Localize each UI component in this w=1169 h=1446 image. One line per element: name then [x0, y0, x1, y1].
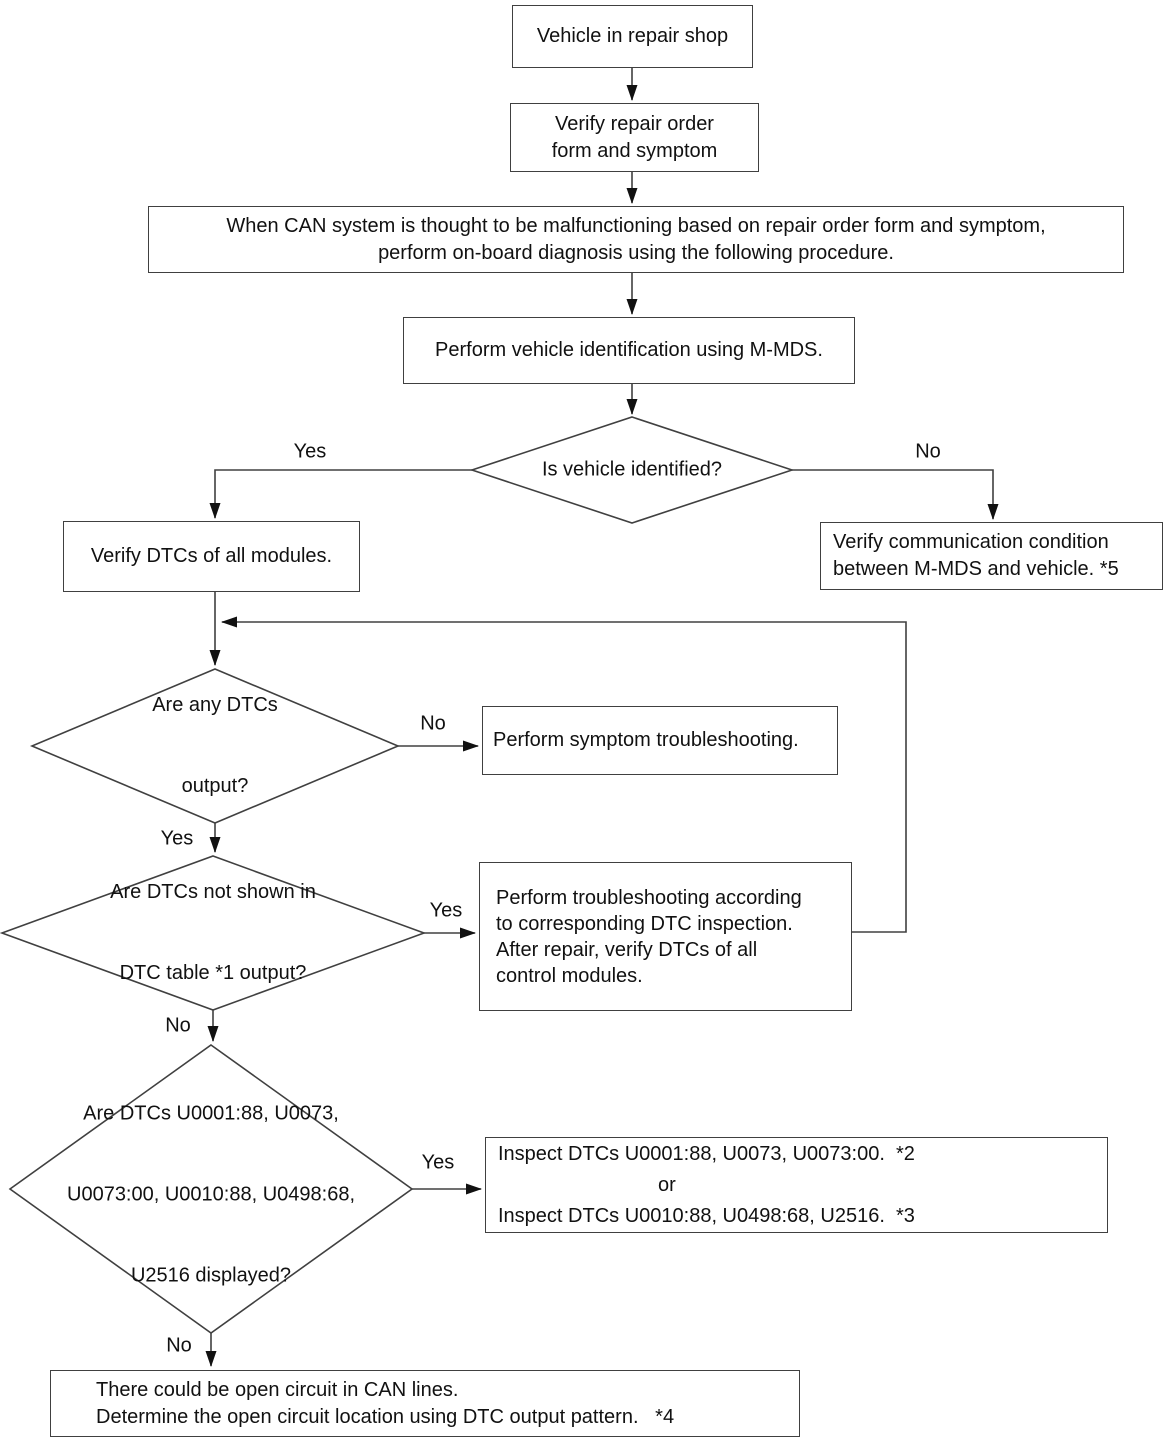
box-text: Verify DTCs of all modules. — [90, 545, 333, 567]
box-vehicle-identification: Perform vehicle identification using M-M… — [403, 317, 855, 384]
branch-label-displayed-no: No — [166, 1334, 192, 1357]
box-text: Perform troubleshooting according — [496, 886, 802, 909]
box-text: There could be open circuit in CAN lines… — [96, 1378, 459, 1401]
box-text: Inspect DTCs U0010:88, U0498:68, U2516. … — [498, 1204, 915, 1227]
branch-label-displayed-yes: Yes — [421, 1151, 455, 1174]
box-text: Perform vehicle identification using M-M… — [435, 339, 823, 361]
edge-identified-no — [792, 469, 999, 520]
box-text: form and symptom — [551, 139, 718, 162]
box-text: Perform symptom troubleshooting. — [493, 729, 799, 751]
decision-are-dtcs-output — [29, 668, 401, 824]
box-text: between M-MDS and vehicle. *5 — [833, 558, 1119, 580]
box-open-circuit: There could be open circuit in CAN lines… — [50, 1370, 800, 1437]
box-text: After repair, verify DTCs of all — [496, 938, 758, 961]
box-verify-repair-order: Verify repair order form and symptom — [510, 103, 759, 172]
decision-is-vehicle-identified — [469, 416, 795, 524]
box-symptom-troubleshooting: Perform symptom troubleshooting. — [482, 706, 838, 775]
decision-text: Is vehicle identified? — [541, 458, 723, 481]
branch-label-anydtcs-no: No — [420, 712, 446, 735]
box-can-malfunction-note: When CAN system is thought to be malfunc… — [148, 206, 1124, 273]
edge-feedback-loop — [221, 616, 907, 933]
branch-label-nottable-yes: Yes — [429, 899, 463, 922]
box-text: Verify repair order — [555, 112, 714, 135]
decision-text: Are DTCs U0001:88, U0073, — [83, 1102, 339, 1125]
box-text: to corresponding DTC inspection. — [496, 912, 793, 935]
decision-text-dtcs-not-in-table: Are DTCs not shown in DTC table *1 outpu… — [110, 825, 316, 1041]
decision-text: DTC table *1 output? — [119, 962, 307, 984]
decision-text: U2516 displayed? — [130, 1264, 292, 1287]
branch-label-identified-yes: Yes — [293, 440, 327, 463]
decision-specific-dtcs-displayed — [8, 1044, 414, 1334]
box-vehicle-in-repair-shop: Vehicle in repair shop — [512, 5, 753, 68]
decision-text: output? — [181, 775, 249, 797]
branch-label-identified-no: No — [915, 440, 941, 463]
box-text: Vehicle in repair shop — [536, 25, 729, 47]
branch-label-nottable-no: No — [165, 1014, 191, 1037]
box-text: perform on-board diagnosis using the fol… — [378, 241, 894, 264]
box-text: When CAN system is thought to be malfunc… — [226, 214, 1046, 237]
box-text: Verify communication condition — [833, 531, 1109, 553]
decision-dtcs-not-in-table — [0, 855, 427, 1011]
decision-text-are-dtcs-output: Are any DTCs output? — [152, 638, 278, 854]
decision-text-specific-dtcs-displayed: Are DTCs U0001:88, U0073, U0073:00, U001… — [67, 1047, 355, 1344]
box-text-or: or — [658, 1173, 676, 1196]
decision-text: U0073:00, U0010:88, U0498:68, — [67, 1183, 355, 1206]
branch-label-anydtcs-yes: Yes — [160, 827, 194, 850]
decision-text: Are any DTCs — [152, 694, 278, 716]
box-text: Inspect DTCs U0001:88, U0073, U0073:00. … — [498, 1142, 915, 1165]
edge-identified-yes — [209, 469, 472, 519]
box-text: Determine the open circuit location usin… — [96, 1405, 675, 1428]
box-inspect-dtcs: Inspect DTCs U0001:88, U0073, U0073:00. … — [485, 1137, 1108, 1233]
box-verify-dtcs-all-modules: Verify DTCs of all modules. — [63, 521, 360, 592]
decision-text-is-vehicle-identified: Is vehicle identified? — [542, 403, 722, 538]
box-text: control modules. — [496, 964, 643, 987]
box-dtc-troubleshooting: Perform troubleshooting according to cor… — [479, 862, 852, 1011]
box-verify-communication: Verify communication condition between M… — [820, 522, 1163, 590]
decision-text: Are DTCs not shown in — [110, 881, 316, 903]
